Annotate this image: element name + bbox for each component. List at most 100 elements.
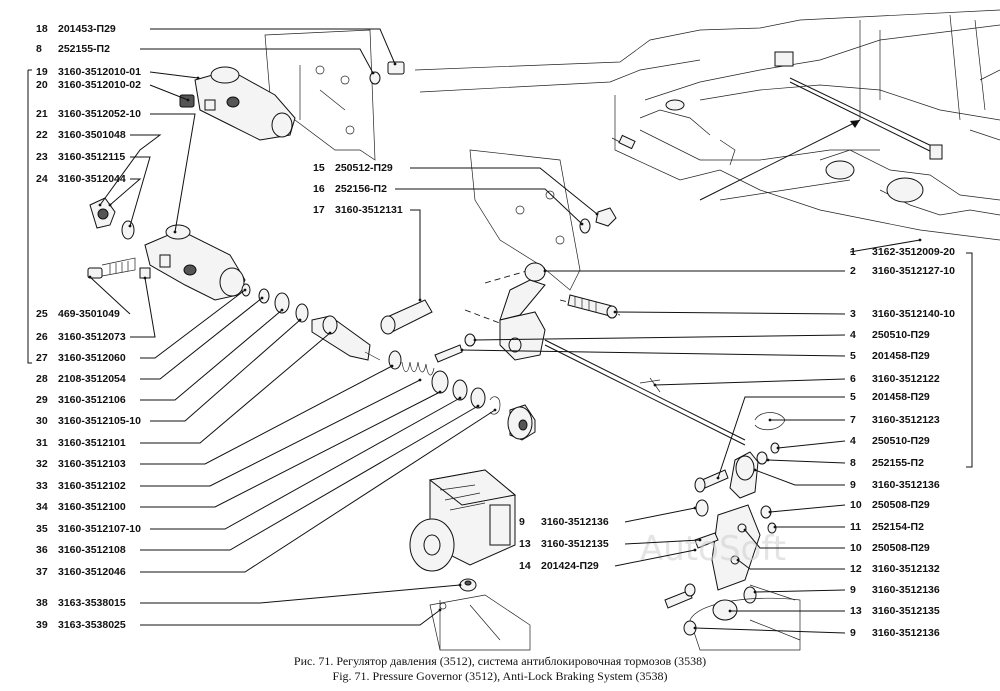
callout-part-code: 3160-3512135	[872, 605, 940, 617]
leader-end	[371, 71, 375, 75]
leader-end	[143, 276, 147, 280]
callout-part-code: 3160-3512010-01	[58, 66, 141, 78]
callout-number: 1	[850, 246, 856, 258]
group-bracket-right	[966, 252, 973, 468]
leader-line	[140, 365, 393, 465]
abs-unit	[409, 469, 517, 592]
leader-end	[390, 364, 394, 368]
callout-number: 23	[36, 151, 48, 163]
leader-line	[140, 289, 246, 359]
callout-number: 8	[850, 457, 856, 469]
callout-part-code: 3160-3512073	[58, 331, 126, 343]
callout-number: 38	[36, 597, 48, 609]
callout-part-code: 469-3501049	[58, 308, 120, 320]
leader-line	[140, 297, 263, 380]
leader-line	[140, 332, 331, 444]
callout-number: 30	[36, 415, 48, 427]
callout-number: 7	[850, 414, 856, 426]
washer-16	[579, 218, 591, 234]
leader-line	[461, 349, 846, 357]
leader-line	[614, 549, 696, 567]
callout-part-code: 3160-3512135	[541, 538, 609, 550]
leader-end	[693, 506, 697, 510]
leader-end	[493, 408, 497, 412]
callout-number: 22	[36, 129, 48, 141]
callout-part-code: 3160-3512131	[335, 204, 403, 216]
callout-number: 13	[519, 538, 531, 550]
leader-line	[149, 84, 189, 101]
callout-part-code: 3160-3512052-10	[58, 108, 141, 120]
watermark: AutoSoft	[640, 529, 786, 569]
leader-line	[140, 405, 479, 551]
leader-end	[776, 446, 780, 450]
leader-end	[693, 626, 697, 630]
callout-part-code: 3160-3512106	[58, 394, 126, 406]
callout-number: 20	[36, 79, 48, 91]
callout-39: 39 3163-3538025	[36, 608, 442, 631]
callout-number: 36	[36, 544, 48, 556]
leader-line	[129, 156, 151, 227]
leader-end	[438, 390, 442, 394]
callout-number: 8	[36, 43, 42, 55]
leader-line	[140, 309, 283, 401]
callout-number: 13	[850, 605, 862, 617]
callout-number: 35	[36, 523, 48, 535]
leader-line	[777, 440, 846, 449]
callout-part-code: 3160-3512136	[872, 479, 940, 491]
callout-part-code: 3160-3512103	[58, 458, 126, 470]
callout-number: 9	[850, 479, 856, 491]
leader-end	[543, 269, 547, 273]
leader-end	[186, 98, 190, 102]
leader-line	[754, 469, 845, 486]
leader-line	[717, 396, 845, 479]
callout-part-code: 3160-3512105-10	[58, 415, 141, 427]
callout-number: 9	[850, 584, 856, 596]
leader-end	[88, 275, 92, 279]
callout-part-code: 252155-П2	[58, 43, 110, 55]
callout-part-code: 3160-3512101	[58, 437, 126, 449]
callout-number: 16	[313, 183, 325, 195]
callout-13: 13 3160-3512135	[728, 605, 940, 617]
callout-number: 5	[850, 350, 856, 362]
chassis-frame-illustration	[414, 9, 1000, 241]
callout-number: 39	[36, 619, 48, 631]
callout-part-code: 201458-П29	[872, 391, 930, 403]
leader-line	[744, 529, 845, 549]
leader-line	[150, 28, 396, 65]
leader-line	[395, 188, 583, 225]
caption-ru: Рис. 71. Регулятор давления (3512), сист…	[294, 654, 706, 668]
leader-end	[716, 476, 720, 480]
callout-13: 13 3160-3512135	[519, 538, 702, 550]
callout-part-code: 3160-3512060	[58, 352, 126, 364]
pressure-governor-lower	[144, 224, 246, 301]
callout-part-code: 3160-3512136	[872, 584, 940, 596]
callout-number: 14	[519, 560, 531, 572]
callout-number: 9	[850, 627, 856, 639]
bolt-18	[369, 61, 405, 85]
leader-end	[393, 62, 397, 66]
callout-part-code: 3163-3538025	[58, 619, 126, 631]
leader-line	[140, 409, 496, 573]
leader-end	[438, 608, 442, 612]
leader-line	[140, 584, 461, 604]
leader-end	[918, 238, 922, 242]
leader-line	[474, 334, 846, 341]
callout-number: 24	[36, 173, 48, 185]
callout-number: 3	[850, 308, 856, 320]
